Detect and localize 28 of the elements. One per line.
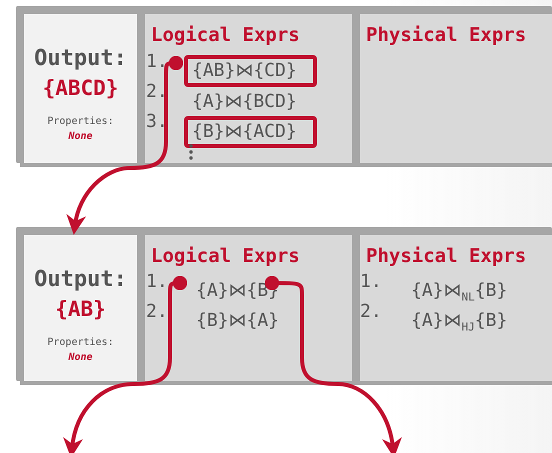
properties-label: Properties: <box>46 116 115 127</box>
row-number: 2. <box>146 301 168 322</box>
curved-arrow <box>64 276 188 453</box>
panel-heading: Logical Exprs <box>151 24 300 46</box>
row-number: 1. <box>146 271 168 292</box>
row-number: 2. <box>146 81 168 102</box>
join-expression: {B}⋈{A} <box>188 306 280 336</box>
output-heading: Output: <box>33 267 128 292</box>
join-expression: {A}⋈$_{HJ}${B} <box>403 306 533 336</box>
panel-heading: Physical Exprs <box>366 24 526 46</box>
join-expression: {A}⋈$_{NL}${B} <box>403 276 533 306</box>
panel-heading: Physical Exprs <box>366 245 526 267</box>
output-set: {AB} <box>54 297 107 321</box>
join-expression: {A}⋈{BCD} <box>184 86 317 117</box>
curved-arrow <box>264 276 402 453</box>
row-number: 2. <box>360 301 382 322</box>
output-set: {ABCD} <box>42 76 120 100</box>
properties-label: Properties: <box>46 337 115 348</box>
row-number: 1. <box>360 271 382 292</box>
row-number: 3. <box>146 111 168 132</box>
properties-value: None <box>67 352 94 363</box>
highlighted-expression: {B}⋈{ACD} <box>184 116 317 148</box>
properties-value: None <box>67 131 94 142</box>
output-heading: Output: <box>33 46 128 71</box>
curved-arrow <box>66 56 184 235</box>
highlighted-expression: {AB}⋈{CD} <box>184 55 317 87</box>
panel-heading: Logical Exprs <box>151 245 300 267</box>
row-number: 1. <box>146 51 168 72</box>
